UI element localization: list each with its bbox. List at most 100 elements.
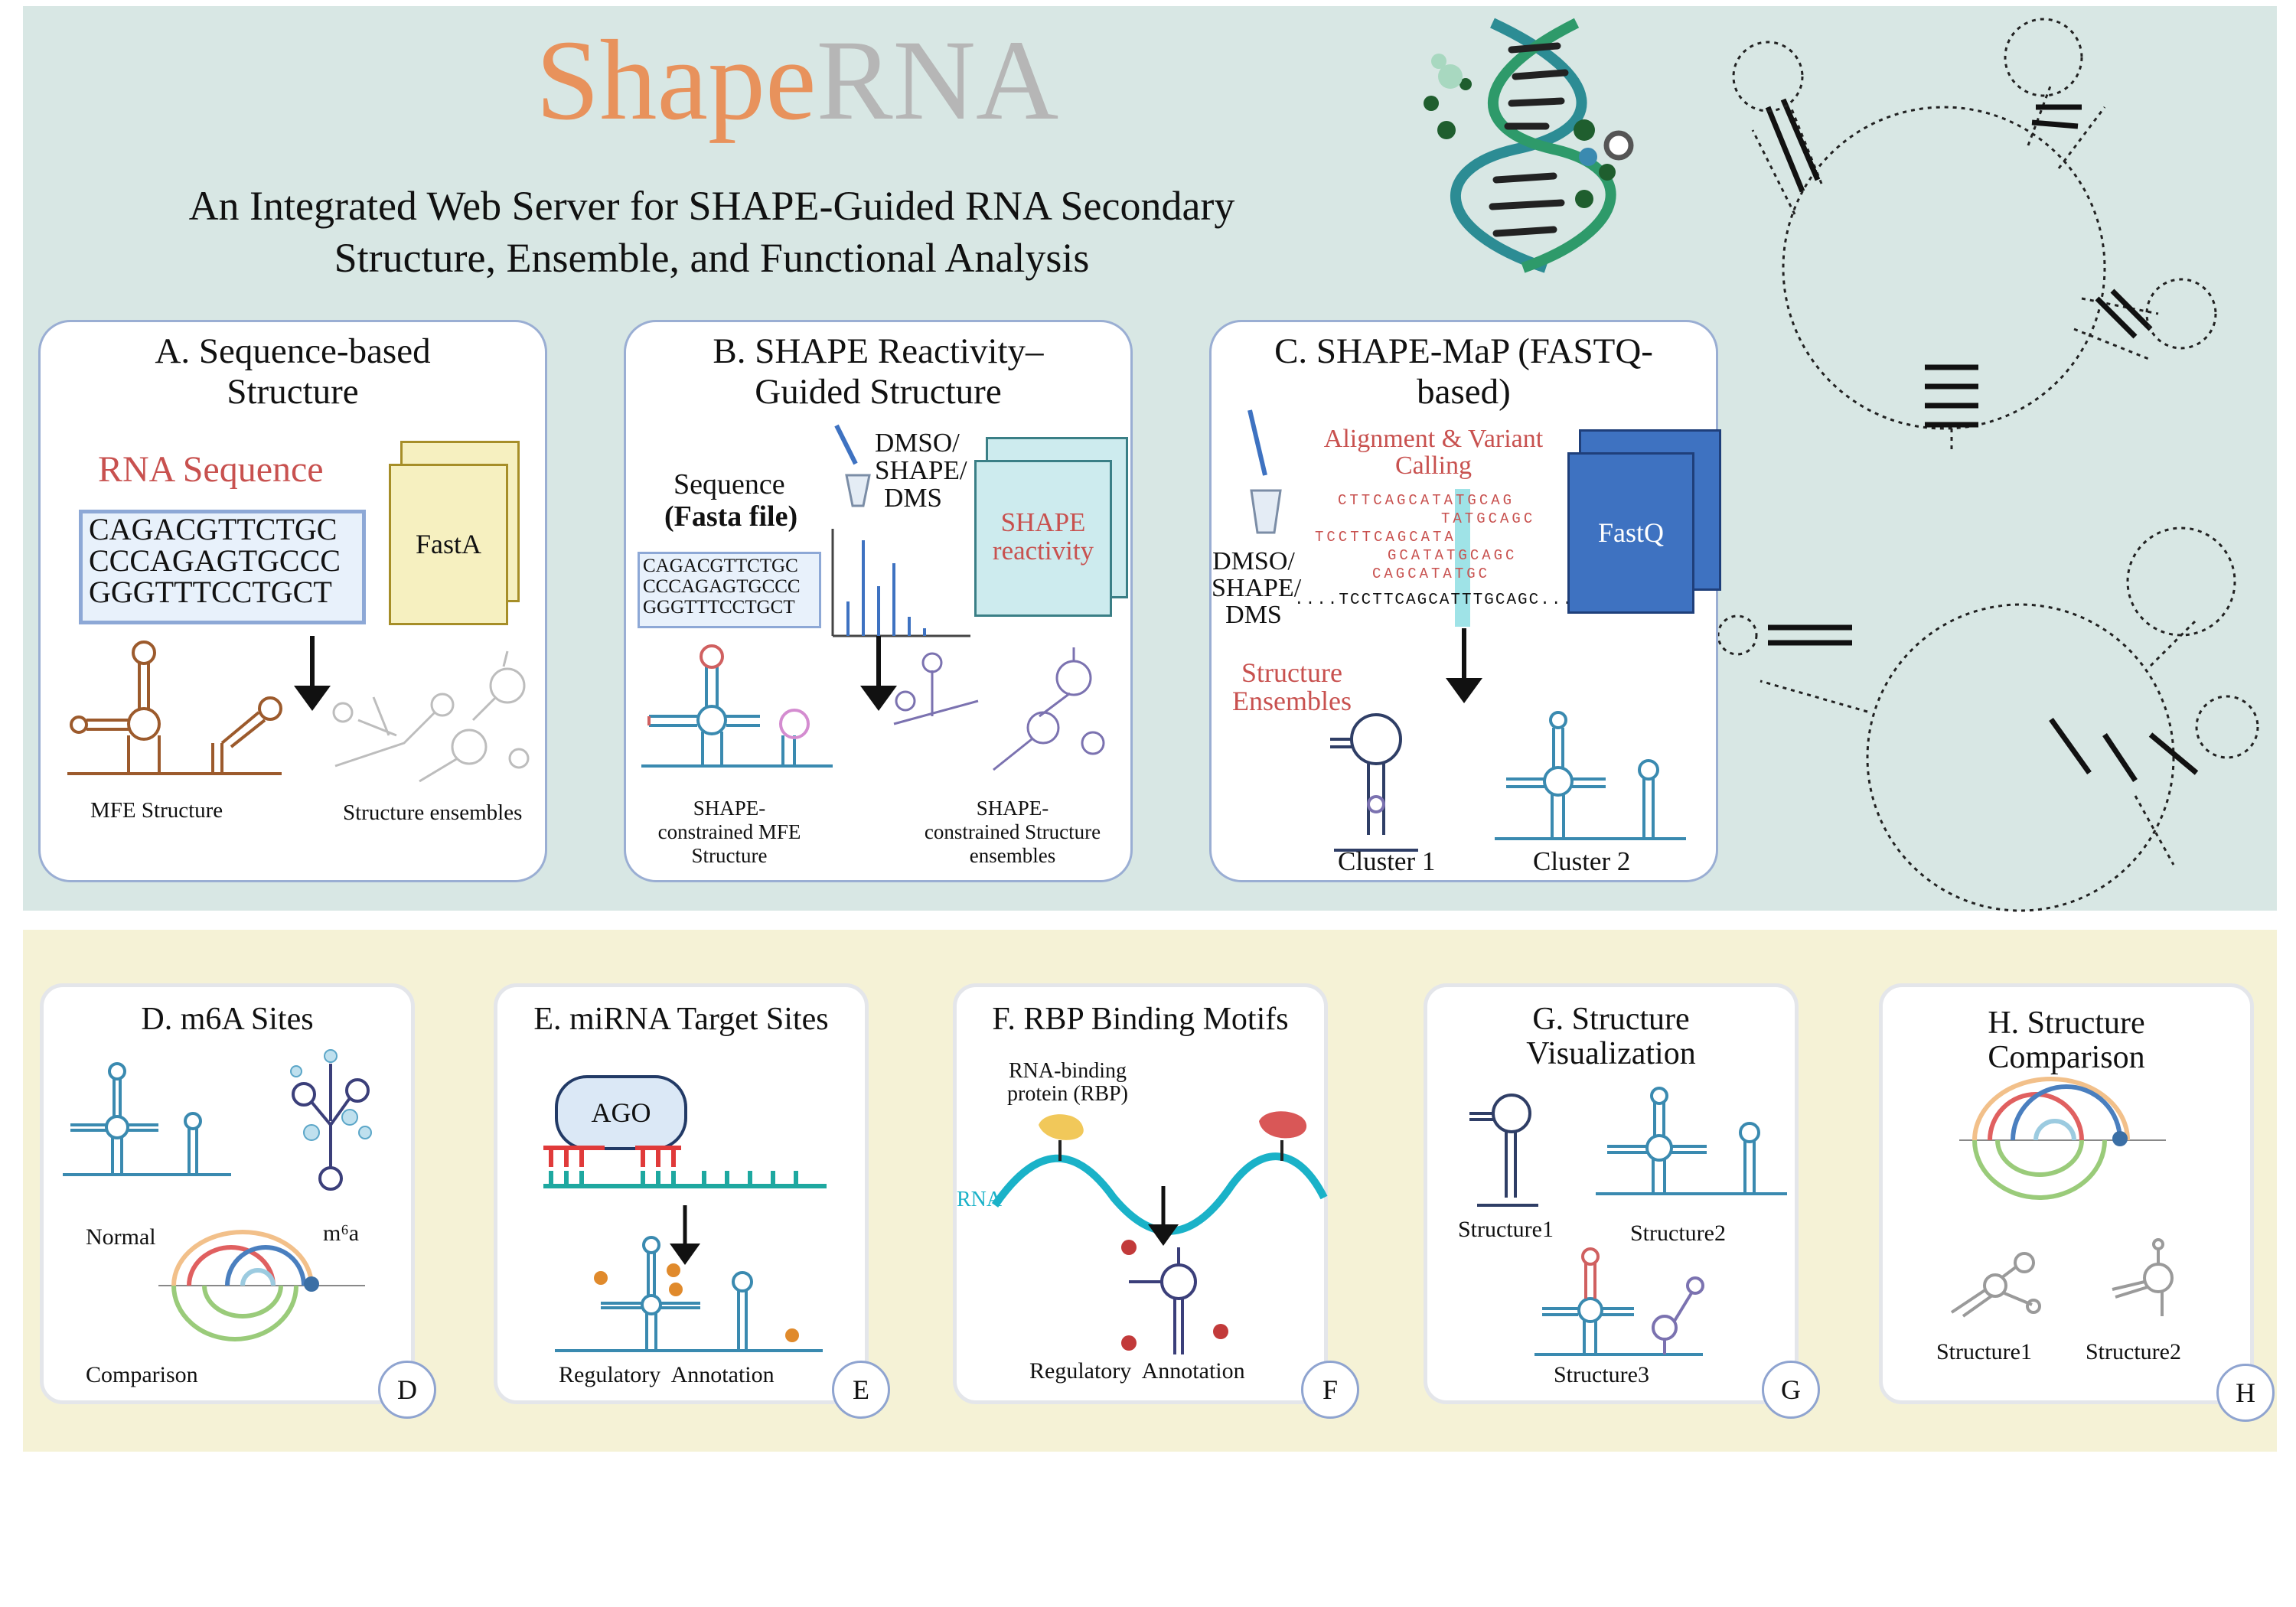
caption-shape-constrained-ensembles: SHAPE- constrained Structure ensembles [909,797,1116,868]
shape-constrained-ensembles-graphic [893,647,1105,771]
sequence-box: CAGACGTTCTGC CCCAGAGTGCCC GGGTTTCCTGCT [79,510,366,624]
panel-e-badge[interactable]: E [832,1361,890,1419]
aligned-read: CTTCAGCATATGCAG [1338,492,1515,509]
structure3-label: Structure3 [1554,1362,1649,1387]
caption-line: Structure [691,844,768,867]
panel-g-title: G. Structure Visualization [1427,1002,1795,1071]
shape-reactivity-file-front: SHAPE reactivity [974,460,1112,617]
panel-shape-map-fastq: C. SHAPE-MaP (FASTQ- based) DMSO/ SHAPE/… [1209,320,1721,882]
mirna-target-binding-graphic [543,1146,827,1188]
mfe-structure-graphic [67,641,282,775]
panel-d-badge[interactable]: D [378,1361,436,1419]
reagent-line: SHAPE/ [1212,574,1302,602]
rbp-label: RNA-binding protein (RBP) [983,1060,1152,1106]
logo-shape: Shape [536,17,817,144]
ensembles-label-line: Ensembles [1232,686,1352,716]
structure1-graphic [1950,1252,2041,1318]
dna-helix-icon [1424,18,1634,273]
sequence-line: CCCAGAGTGCCC [89,543,341,578]
panel-b-title-line-1: B. SHAPE Reactivity– [713,331,1044,371]
reagent-line: DMS [884,483,942,513]
panel-d-title: D. m6A Sites [141,1002,314,1037]
panel-h-title-line-1: H. Structure [1988,1006,2145,1041]
ago-protein-shape: AGO [555,1075,687,1150]
reagent-line: DMS [1225,601,1282,629]
reactivity-bar-chart-icon [831,529,970,637]
panel-a-title-line-2: Structure [227,372,359,412]
structure2-label: Structure2 [2086,1339,2181,1364]
reagent-line: DMSO/ [875,428,960,458]
rna-label: RNA [957,1188,1003,1211]
down-arrow-icon [670,1205,700,1265]
panel-g-title-line-2: Visualization [1526,1036,1696,1071]
comparison-label: Comparison [86,1362,198,1387]
panel-e-title: E. miRNA Target Sites [533,1002,829,1037]
structure2-label: Structure2 [1630,1221,1726,1246]
aligned-read: TATGCAGC [1441,510,1536,527]
caption-line: SHAPE- [976,797,1049,820]
down-arrow-icon [1148,1186,1179,1246]
panel-g-badge[interactable]: G [1762,1361,1820,1419]
reagents-label: DMSO/ SHAPE/ DMS [875,428,967,513]
arc-comparison-graphic [158,1230,365,1341]
panel-mirna-target-sites: E. miRNA Target Sites AGO [494,983,869,1404]
align-label-line: Calling [1394,451,1473,480]
app-logo: ShapeRNA [536,15,1058,145]
normal-structure-graphic [63,1062,231,1176]
reagents-label: DMSO/ SHAPE/ DMS [1212,548,1302,629]
ago-label: AGO [591,1097,651,1128]
normal-label: Normal [86,1224,156,1250]
pipette-tube-icon [1247,409,1282,534]
align-label-line: Alignment & Variant [1323,425,1544,453]
panel-f-badge[interactable]: F [1301,1361,1359,1419]
fastq-file-front: FastQ [1567,452,1694,614]
aligned-read: TCCTTCAGCATA [1315,529,1456,546]
cluster-1-structure-graphic [1330,713,1418,852]
rna-sequence-heading: RNA Sequence [98,449,324,490]
down-arrow-icon [860,636,897,711]
aligned-read: CAGCATATGC [1372,566,1491,582]
reactivity-label-line: reactivity [992,536,1094,566]
alignment-variant-label: Alignment & Variant Calling [1311,425,1556,479]
panel-shape-reactivity-guided: B. SHAPE Reactivity– Guided Structure Se… [624,320,1133,882]
variant-highlight-column [1455,489,1470,627]
cluster-1-label: Cluster 1 [1338,846,1436,876]
page-subtitle: An Integrated Web Server for SHAPE-Guide… [77,180,1347,284]
rbp-label-line: RNA-binding [1009,1059,1127,1083]
rna-secondary-structure-diagram [1717,18,2259,912]
reagent-line: SHAPE/ [875,455,967,485]
subtitle-line-2: Structure, Ensemble, and Functional Anal… [334,235,1090,281]
panel-a-title: A. Sequence-based Structure [41,331,545,412]
caption-line: ensembles [969,844,1056,867]
panel-structure-visualization: G. Structure Visualization Structure1 St… [1424,983,1799,1404]
sequence-line: GGGTTTCCTGCT [89,575,332,609]
panel-h-badge[interactable]: H [2216,1364,2275,1422]
panel-c-title: C. SHAPE-MaP (FASTQ- based) [1212,331,1716,412]
caption-shape-constrained-mfe: SHAPE- constrained MFE Structure [657,797,802,868]
m6a-label: m⁶a [323,1221,360,1246]
sequence-label: Sequence [673,468,785,500]
panel-g-title-line-1: G. Structure [1532,1002,1690,1037]
structure-ensembles-label: Structure Ensembles [1227,659,1357,715]
regulatory-annotation-graphic [1121,1240,1228,1354]
panel-c-title-line-1: C. SHAPE-MaP (FASTQ- [1274,331,1653,371]
panel-c-title-line-2: based) [1417,372,1511,412]
down-arrow-icon [294,636,331,711]
shape-constrained-mfe-graphic [641,644,833,768]
sequence-line: CAGACGTTCTGC [643,556,798,576]
panel-a-title-line-1: A. Sequence-based [155,331,431,371]
rbp-label-line: protein (RBP) [1007,1082,1128,1106]
down-arrow-icon [1446,628,1482,703]
arc-comparison-graphic [1959,1077,2166,1200]
fasta-file-front: FastA [389,464,508,625]
aligned-read: GCATATGCAGC [1388,547,1518,564]
m6a-structure-graphic [290,1049,372,1191]
cluster-2-label: Cluster 2 [1533,846,1631,876]
reactivity-label-line: SHAPE [1000,507,1086,537]
sequence-line: CCCAGAGTGCCC [643,576,801,597]
fasta-label: FastA [415,529,481,559]
sequence-line: GGGTTTCCTGCT [643,597,795,618]
panel-b-title: B. SHAPE Reactivity– Guided Structure [626,331,1130,412]
panel-b-title-line-2: Guided Structure [755,372,1002,412]
structure-ensembles-graphic [332,650,530,783]
